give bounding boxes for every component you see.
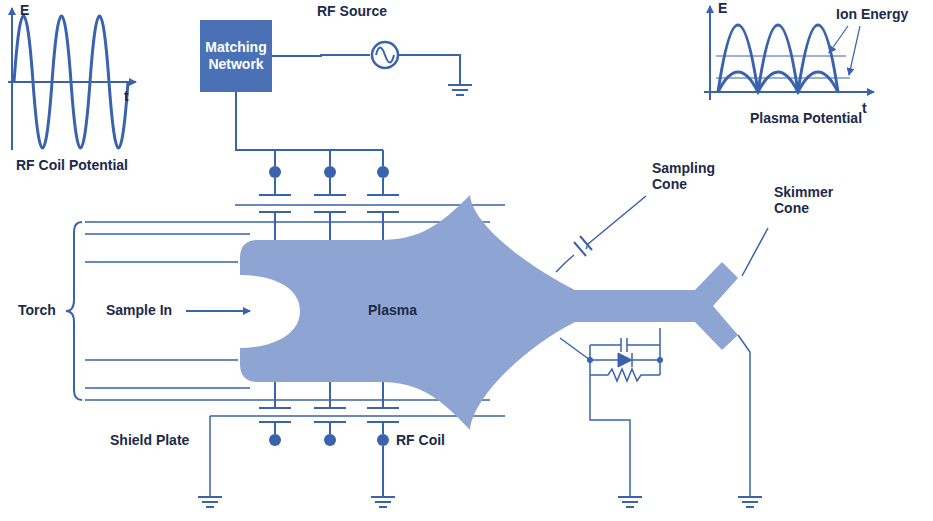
resistor-symbol bbox=[590, 369, 660, 381]
leader-arrow bbox=[829, 26, 848, 53]
label-text: Sampling Cone bbox=[652, 160, 736, 192]
coil-dot bbox=[324, 166, 336, 178]
axis-line bbox=[11, 8, 13, 150]
sine-wave bbox=[14, 16, 128, 148]
plasma: Plasma bbox=[230, 185, 750, 440]
junction-dot bbox=[587, 357, 593, 363]
coil-capacitor bbox=[259, 178, 399, 240]
wire bbox=[738, 335, 750, 497]
leader-line bbox=[742, 228, 768, 276]
ground-symbol bbox=[448, 85, 472, 95]
ground-symbol bbox=[371, 497, 395, 507]
capacitor-symbol bbox=[574, 236, 592, 256]
coil-dot bbox=[269, 166, 281, 178]
label-text: RF Coil Potential bbox=[16, 157, 128, 173]
coil-dot bbox=[324, 434, 336, 446]
matching-network-box: Matching Network bbox=[200, 20, 272, 92]
plasma-text: Plasma bbox=[368, 302, 417, 318]
wire bbox=[590, 375, 630, 497]
wire bbox=[399, 55, 460, 85]
flow-arrow bbox=[186, 310, 250, 312]
source-symbol bbox=[370, 40, 400, 70]
label-text: Skimmer Cone bbox=[774, 184, 846, 216]
leader-arrow bbox=[849, 26, 860, 75]
label-text: t bbox=[124, 88, 129, 104]
wire bbox=[236, 92, 383, 166]
plasma-shape bbox=[230, 185, 750, 440]
axis-line bbox=[709, 6, 711, 100]
ground-symbol bbox=[738, 497, 762, 507]
label-text: Plasma Potential bbox=[750, 110, 862, 126]
label-text: Torch bbox=[18, 302, 56, 318]
sine-wave bbox=[376, 48, 394, 63]
diode-symbol bbox=[590, 353, 660, 367]
leader-line bbox=[556, 196, 646, 272]
label-text: Shield Plate bbox=[110, 432, 189, 448]
box-text: Matching Network bbox=[203, 39, 269, 73]
rectified-wave bbox=[718, 72, 838, 92]
label-text: RF Source bbox=[317, 3, 417, 19]
ground-symbol bbox=[618, 497, 642, 507]
wire bbox=[560, 328, 660, 375]
coil-dot bbox=[377, 434, 389, 446]
axis-line bbox=[704, 91, 874, 93]
diode-symbol bbox=[618, 353, 632, 367]
label-text: RF Coil bbox=[396, 432, 445, 448]
label-text: Ion Energy bbox=[836, 6, 908, 22]
coil-dot bbox=[377, 166, 389, 178]
label-text: E bbox=[20, 2, 29, 18]
coil-dot bbox=[269, 434, 281, 446]
rectified-wave bbox=[718, 25, 838, 92]
label-text: Sample In bbox=[106, 302, 172, 318]
capacitor-symbol bbox=[590, 338, 660, 352]
ground-symbol bbox=[198, 497, 222, 507]
label-text: E bbox=[718, 0, 727, 16]
source-circle bbox=[372, 42, 398, 68]
junction-dot bbox=[657, 357, 663, 363]
rf-source: RF Source bbox=[317, 3, 417, 71]
energy-level bbox=[716, 56, 850, 78]
label-text: t bbox=[862, 100, 867, 116]
brace bbox=[66, 222, 82, 400]
leader-line bbox=[566, 244, 588, 262]
plasma-outline bbox=[240, 195, 738, 430]
wire-connector bbox=[272, 55, 370, 56]
